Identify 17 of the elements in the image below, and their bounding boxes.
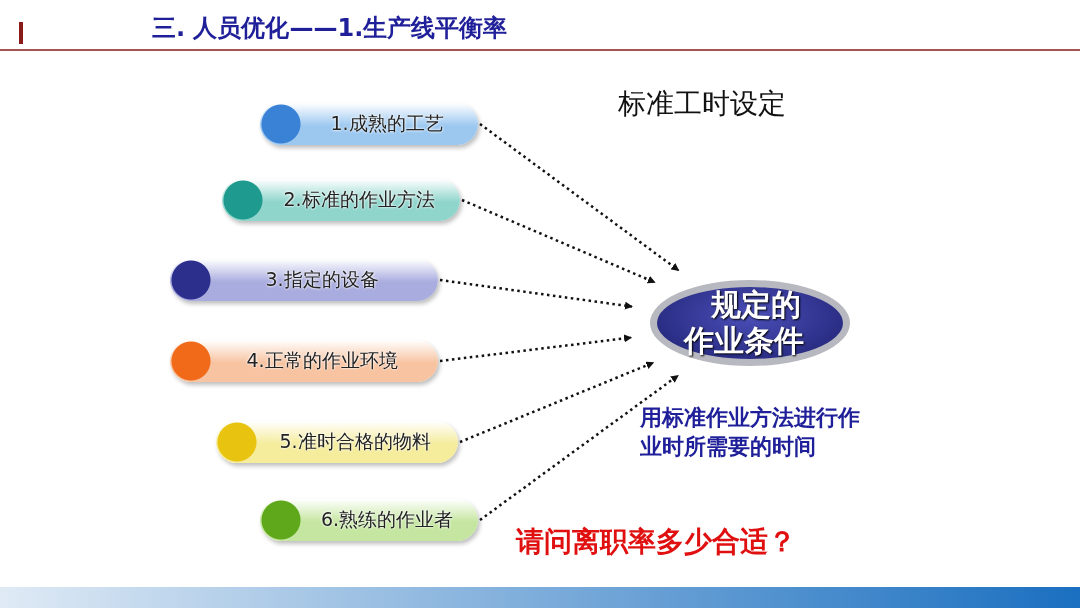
question-text: 请问离职率多少合适？ bbox=[516, 524, 797, 560]
note-text: 用标准作业方法进行作业时所需要的时间 bbox=[640, 404, 861, 461]
dotted-arrow bbox=[461, 198, 656, 284]
dotted-arrow bbox=[479, 123, 680, 272]
pill-box: 6.熟练的作业者 bbox=[260, 499, 478, 541]
pill-box: 2.标准的作业方法 bbox=[222, 179, 460, 221]
ellipse-badge: 规定的作业条件 bbox=[650, 280, 850, 366]
dotted-arrow bbox=[439, 334, 633, 363]
pill-box: 4.正常的作业环境 bbox=[170, 340, 438, 382]
dotted-arrow bbox=[459, 361, 655, 444]
pill-box: 1.成熟的工艺 bbox=[260, 103, 478, 145]
pill-box: 5.准时合格的物料 bbox=[216, 421, 458, 463]
dotted-arrow bbox=[479, 374, 679, 521]
pill-box: 3.指定的设备 bbox=[170, 259, 438, 301]
heading-text: 标准工时设定 bbox=[618, 86, 787, 122]
title: 三. 人员优化——1.生产线平衡率 bbox=[152, 13, 508, 44]
dotted-arrow bbox=[439, 278, 633, 310]
